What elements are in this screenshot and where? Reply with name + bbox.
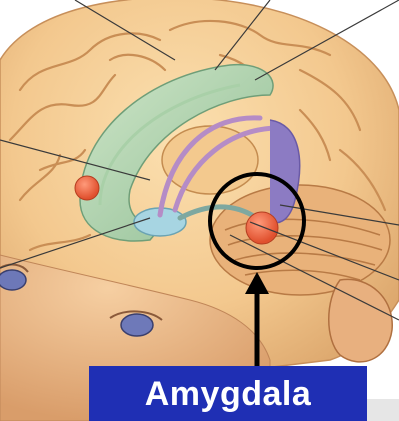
- septal-nucleus: [75, 176, 99, 200]
- left-eye: [0, 270, 26, 290]
- right-eye: [121, 314, 153, 336]
- amygdala-label: Amygdala: [89, 366, 367, 421]
- amygdala-structure: [246, 212, 278, 244]
